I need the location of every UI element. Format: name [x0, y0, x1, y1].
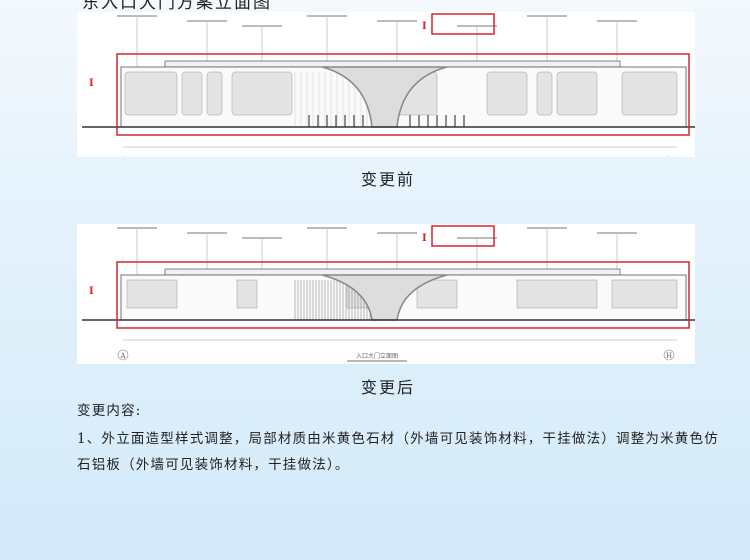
canopy-roof — [164, 268, 621, 276]
annotation-text-mark — [187, 20, 227, 22]
annotation-text-mark — [307, 227, 347, 229]
caption-before: 变更前 — [360, 170, 415, 189]
annotation-text-mark — [377, 232, 417, 234]
highlight-box-elevation — [116, 261, 690, 329]
facade-panel — [536, 71, 553, 116]
facade-panel — [124, 71, 178, 116]
drawing-title: 入口大门立面图 — [356, 352, 398, 360]
facade-panel — [486, 71, 528, 116]
changes-heading: 变更内容: — [77, 403, 142, 419]
facade-panel — [556, 71, 598, 116]
annotation-text-mark — [527, 15, 567, 17]
annotation-text-mark — [597, 20, 637, 22]
annotation-text-mark — [187, 232, 227, 234]
highlight-box-annotation — [431, 225, 495, 247]
axis-bubble-right — [663, 349, 675, 361]
annotation-text-mark — [242, 25, 282, 27]
elevation-drawing-after: I I A H 入口大门立面图 — [77, 224, 695, 364]
annotation-text-mark — [377, 20, 417, 22]
elevation-svg-after: I I A H 入口大门立面图 — [82, 225, 695, 362]
facade-panel — [231, 71, 293, 116]
change-marker: I — [89, 78, 94, 89]
annotation-text-mark — [117, 15, 157, 17]
highlight-box-elevation — [116, 53, 690, 136]
changes-line-1: 1、外立面造型样式调整，局部材质由米黄色石材（外墙可见装饰材料，干挂做法）调整为… — [77, 431, 719, 447]
facade-panel — [611, 279, 678, 309]
axis-bubble-left — [117, 349, 129, 361]
facade-panel — [206, 71, 223, 116]
changes-line-2: 石铝板（外墙可见装饰材料，干挂做法）。 — [77, 457, 350, 473]
annotation-text-mark — [307, 15, 347, 17]
canopy-roof — [164, 60, 621, 68]
facade-panel — [516, 279, 598, 309]
facade-panel — [236, 279, 258, 309]
facade-panel — [621, 71, 678, 116]
axis-label-left: A — [119, 352, 126, 360]
section-title: 东入口大门方案立面图 — [82, 0, 272, 13]
annotation-text-mark — [457, 25, 497, 27]
axis-label-right: H — [666, 352, 672, 360]
caption-after: 变更后 — [360, 378, 415, 397]
facade-panel — [126, 279, 178, 309]
change-marker: I — [422, 233, 427, 244]
annotation-text-mark — [117, 227, 157, 229]
annotation-text-mark — [457, 237, 497, 239]
annotation-text-mark — [242, 237, 282, 239]
change-marker: I — [89, 286, 94, 297]
annotation-text-mark — [597, 232, 637, 234]
highlight-box-annotation — [431, 13, 495, 35]
annotation-text-mark — [527, 227, 567, 229]
change-marker: I — [422, 21, 427, 32]
facade-panel — [181, 71, 203, 116]
